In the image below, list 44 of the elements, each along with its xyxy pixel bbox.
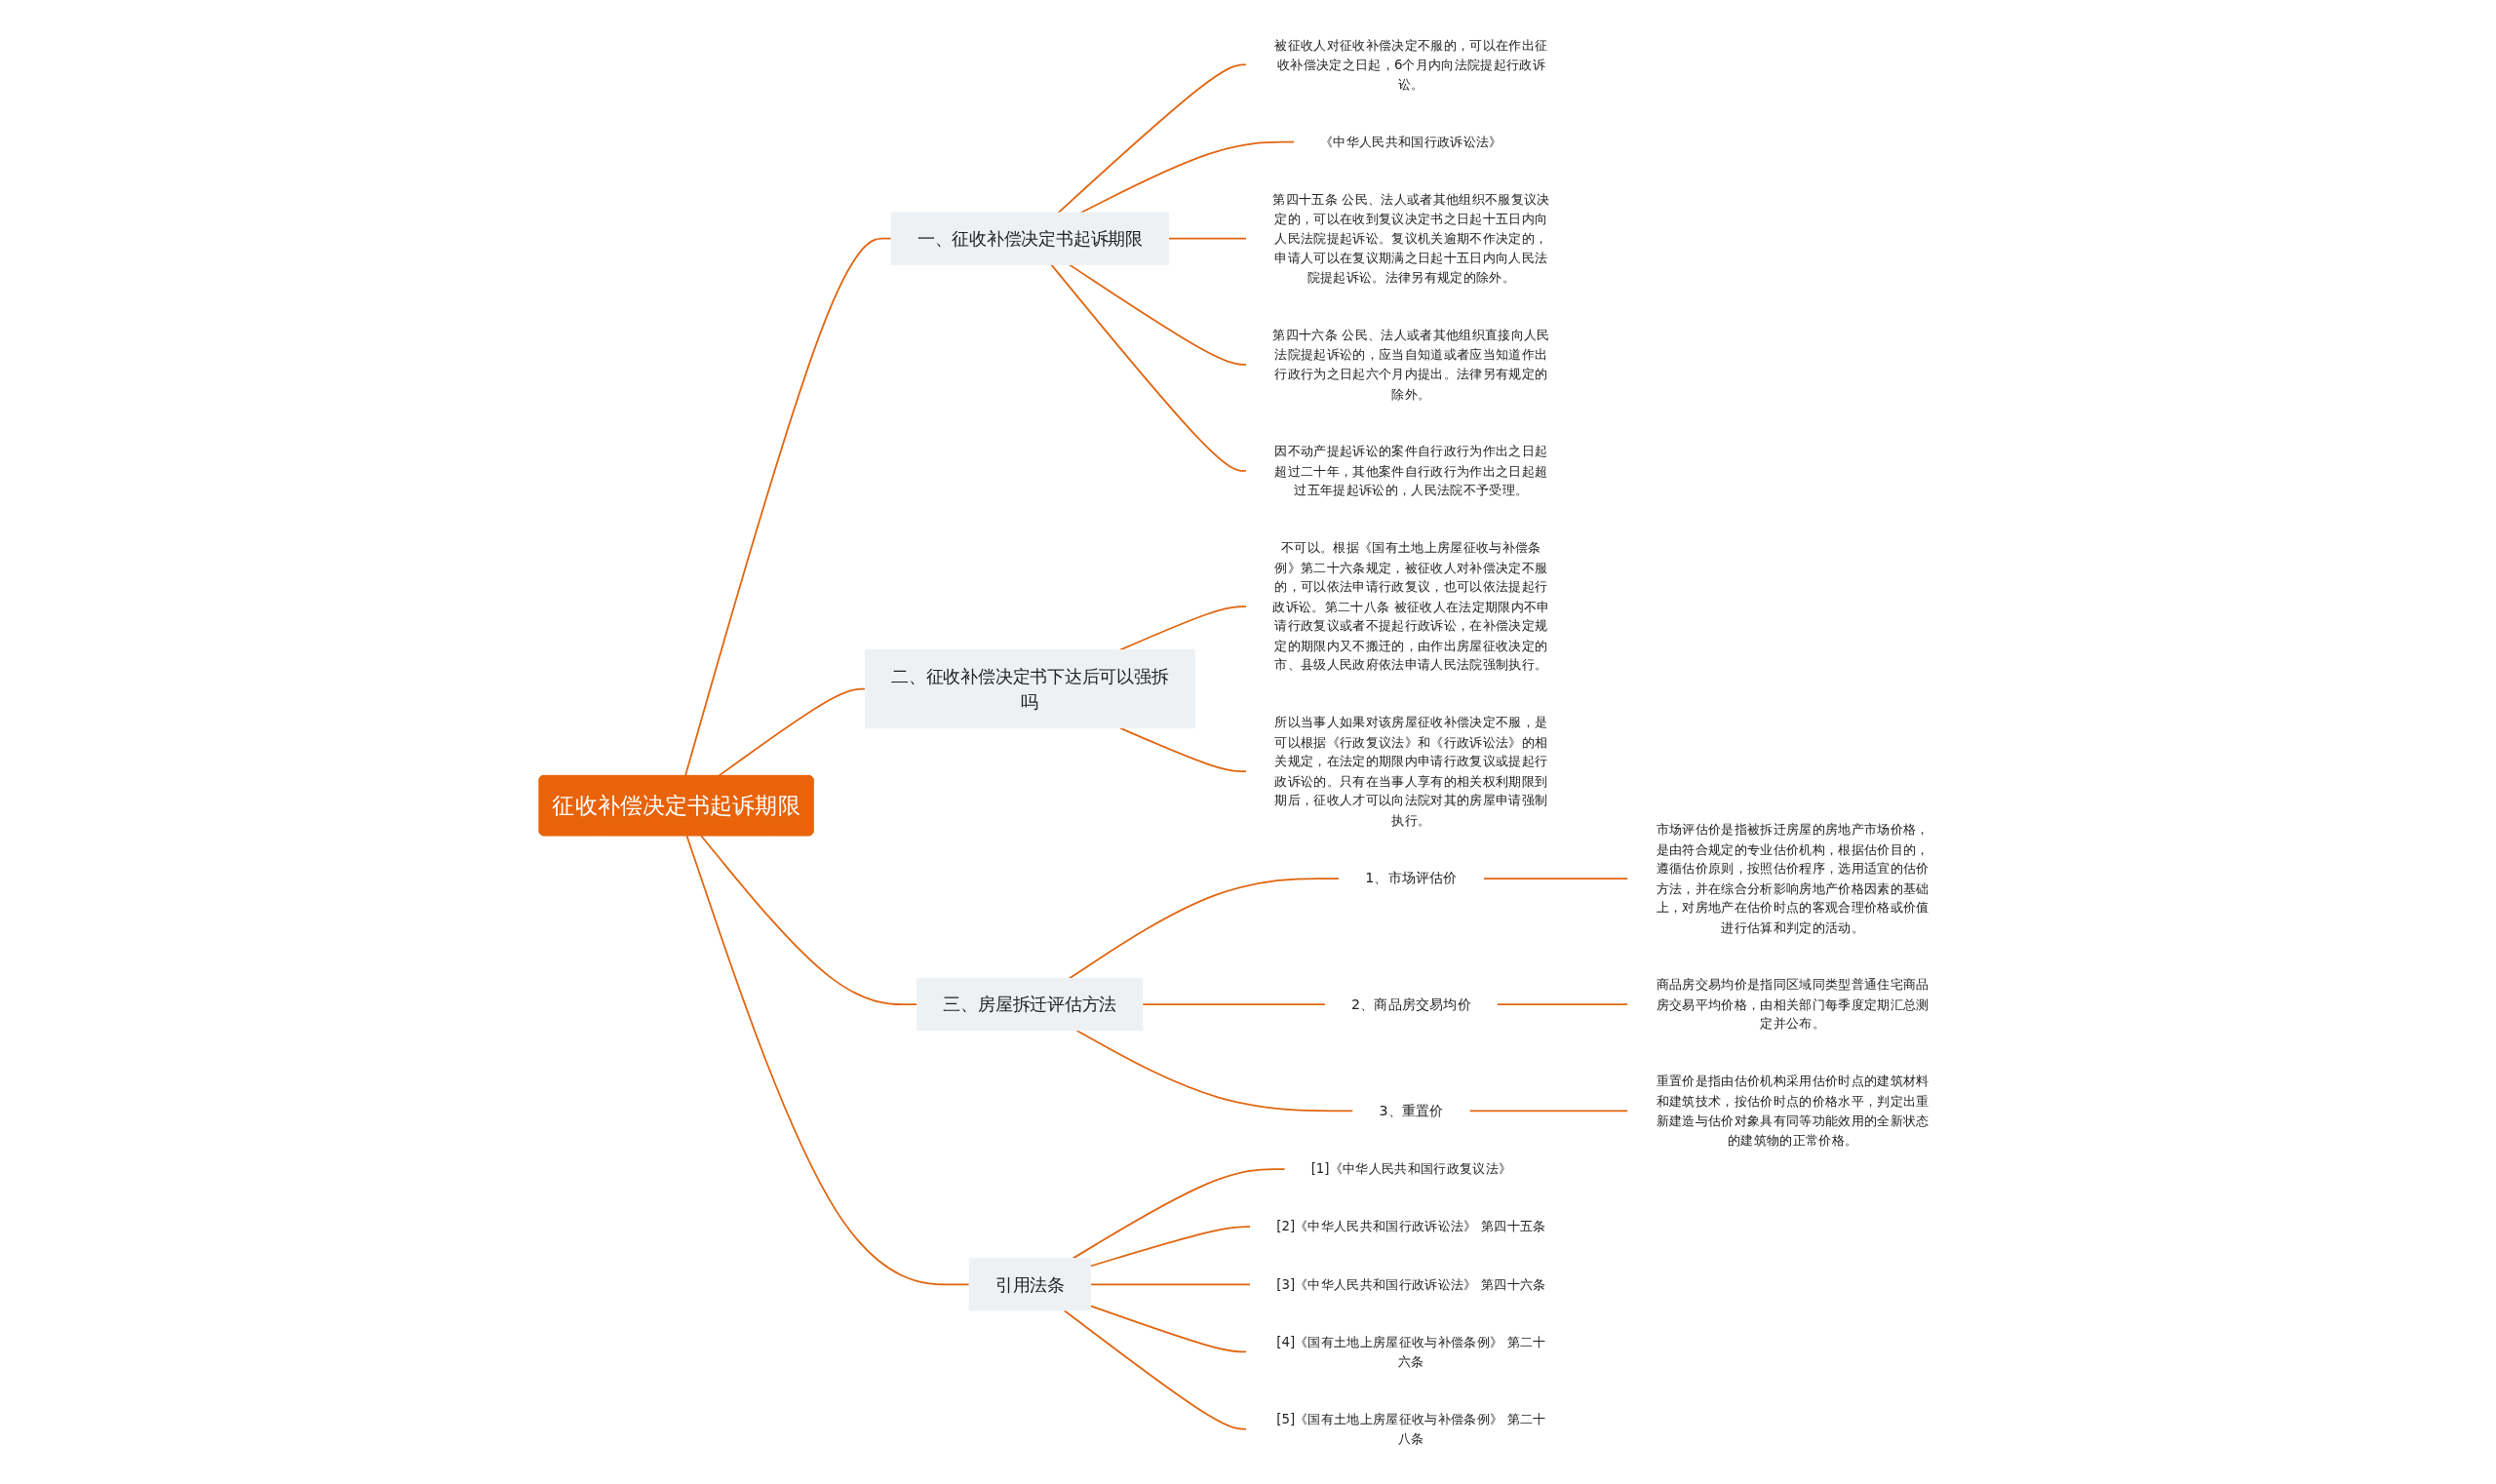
node-box: 三、房屋拆迁评估方法: [916, 978, 1143, 1032]
connector: [1079, 140, 1295, 214]
connector: [1049, 263, 1248, 472]
node-text: 所以当事人如果对该房屋征收补偿决定不服，是可以根据《行政复议法》和《行政诉讼法》的相关规定，在法定的期限内申请行政复议或提起行政诉讼的。只有在当事人享有的相关权利期限到期后，征收人才可以向法院对其的房屋申请强制执行。: [1274, 715, 1548, 829]
node-text: 商品房交易均价是指同区域同类型普通住宅商品房交易平均价格，由相关部门每季度定期汇总测定并公布。: [1656, 976, 1930, 1032]
connector: [1057, 63, 1248, 214]
connector: [1141, 1003, 1326, 1006]
node-text: 1、市场评估价: [1364, 870, 1458, 887]
connector: [685, 835, 970, 1286]
node-text: 被征收人对征收补偿决定不服的，可以在作出征收补偿决定之日起，6个月内向法院提起行政诉讼。: [1274, 37, 1548, 93]
node-text: [2]《中华人民共和国行政诉讼法》 第四十五条: [1275, 1218, 1546, 1234]
node-text: [1]《中华人民共和国行政复议法》: [1310, 1160, 1511, 1177]
node-text: 不可以。根据《国有土地上房屋征收与补偿条例》第二十六条规定，被征收人对补偿决定不服的，可以依法申请行政复议，也可以依法提起行政诉讼。第二十八条 被征收人在法定期限内不申请行政复议或者不提起行政诉讼，在补偿决定规定的期限内又不搬迁的，由作出房屋征收决定的市、县级人民政府依法申请人民法院强制执行。: [1271, 539, 1550, 673]
connector: [1074, 1029, 1354, 1113]
connector: [1467, 1110, 1629, 1113]
node-text: 第四十五条 公民、法人或者其他组织不服复议决定的，可以在收到复议决定书之日起十五日内向人民法院提起诉讼。复议机关逾期不作决定的，申请人可以在复议期满之日起十五日内向人民法院提起诉讼。法律另有规定的除外。: [1271, 191, 1550, 286]
node-text: 因不动产提起诉讼的案件自行政行为作出之日起超过二十年，其他案件自行政行为作出之日起超过五年提起诉讼的，人民法院不予受理。: [1274, 443, 1548, 498]
connector: [1118, 726, 1248, 773]
connector: [683, 237, 892, 777]
connector: [1089, 1305, 1248, 1353]
node-text: [5]《国有土地上房屋征收与补偿条例》 第二十八条: [1275, 1411, 1546, 1447]
node-text: [3]《中华人民共和国行政诉讼法》 第四十六条: [1275, 1276, 1546, 1293]
connector: [1068, 878, 1341, 980]
node-box: 二、征收补偿决定书下达后可以强拆吗: [864, 649, 1195, 729]
node-box: 引用法条: [968, 1258, 1091, 1311]
node-text: [4]《国有土地上房屋征收与补偿条例》 第二十六条: [1275, 1334, 1546, 1370]
connector: [1072, 1168, 1286, 1260]
connector: [1089, 1226, 1252, 1268]
connector: [699, 835, 918, 1006]
connector: [1118, 605, 1248, 651]
node-text: 重置价是指由估价机构采用估价时点的建筑材料和建筑技术，按估价时点的价格水平，判定出重新建造与估价对象具有同等功能效用的全新状态的建筑物的正常价格。: [1656, 1074, 1930, 1149]
connector: [1167, 237, 1248, 240]
node-text: 第四十六条 公民、法人或者其他组织直接向人民法院提起诉讼的，应当自知道或者应当知道作出行政行为之日起六个月内提出。法律另有规定的除外。: [1271, 327, 1550, 402]
node-box: 一、征收补偿决定书起诉期限: [890, 212, 1169, 265]
node-text: 市场评估价是指被拆迁房屋的房地产市场价格，是由符合规定的专业估价机构，根据估价目的，遵循估价原则，按照估价程序，选用适宜的估价方法，并在综合分析影响房地产价格因素的基础上，对房地产在估价时点的客观合理价格或价值进行估算和判定的活动。: [1656, 821, 1930, 935]
connector: [1068, 263, 1248, 366]
node-text: 《中华人民共和国行政诉讼法》: [1319, 134, 1502, 150]
node-text: 2、商品房交易均价: [1350, 996, 1471, 1013]
connector: [1089, 1283, 1252, 1286]
node-text: 3、重置价: [1379, 1102, 1444, 1119]
connector: [1482, 878, 1629, 879]
connector: [717, 687, 866, 777]
connector: [1063, 1309, 1248, 1430]
connector: [1496, 1003, 1629, 1006]
